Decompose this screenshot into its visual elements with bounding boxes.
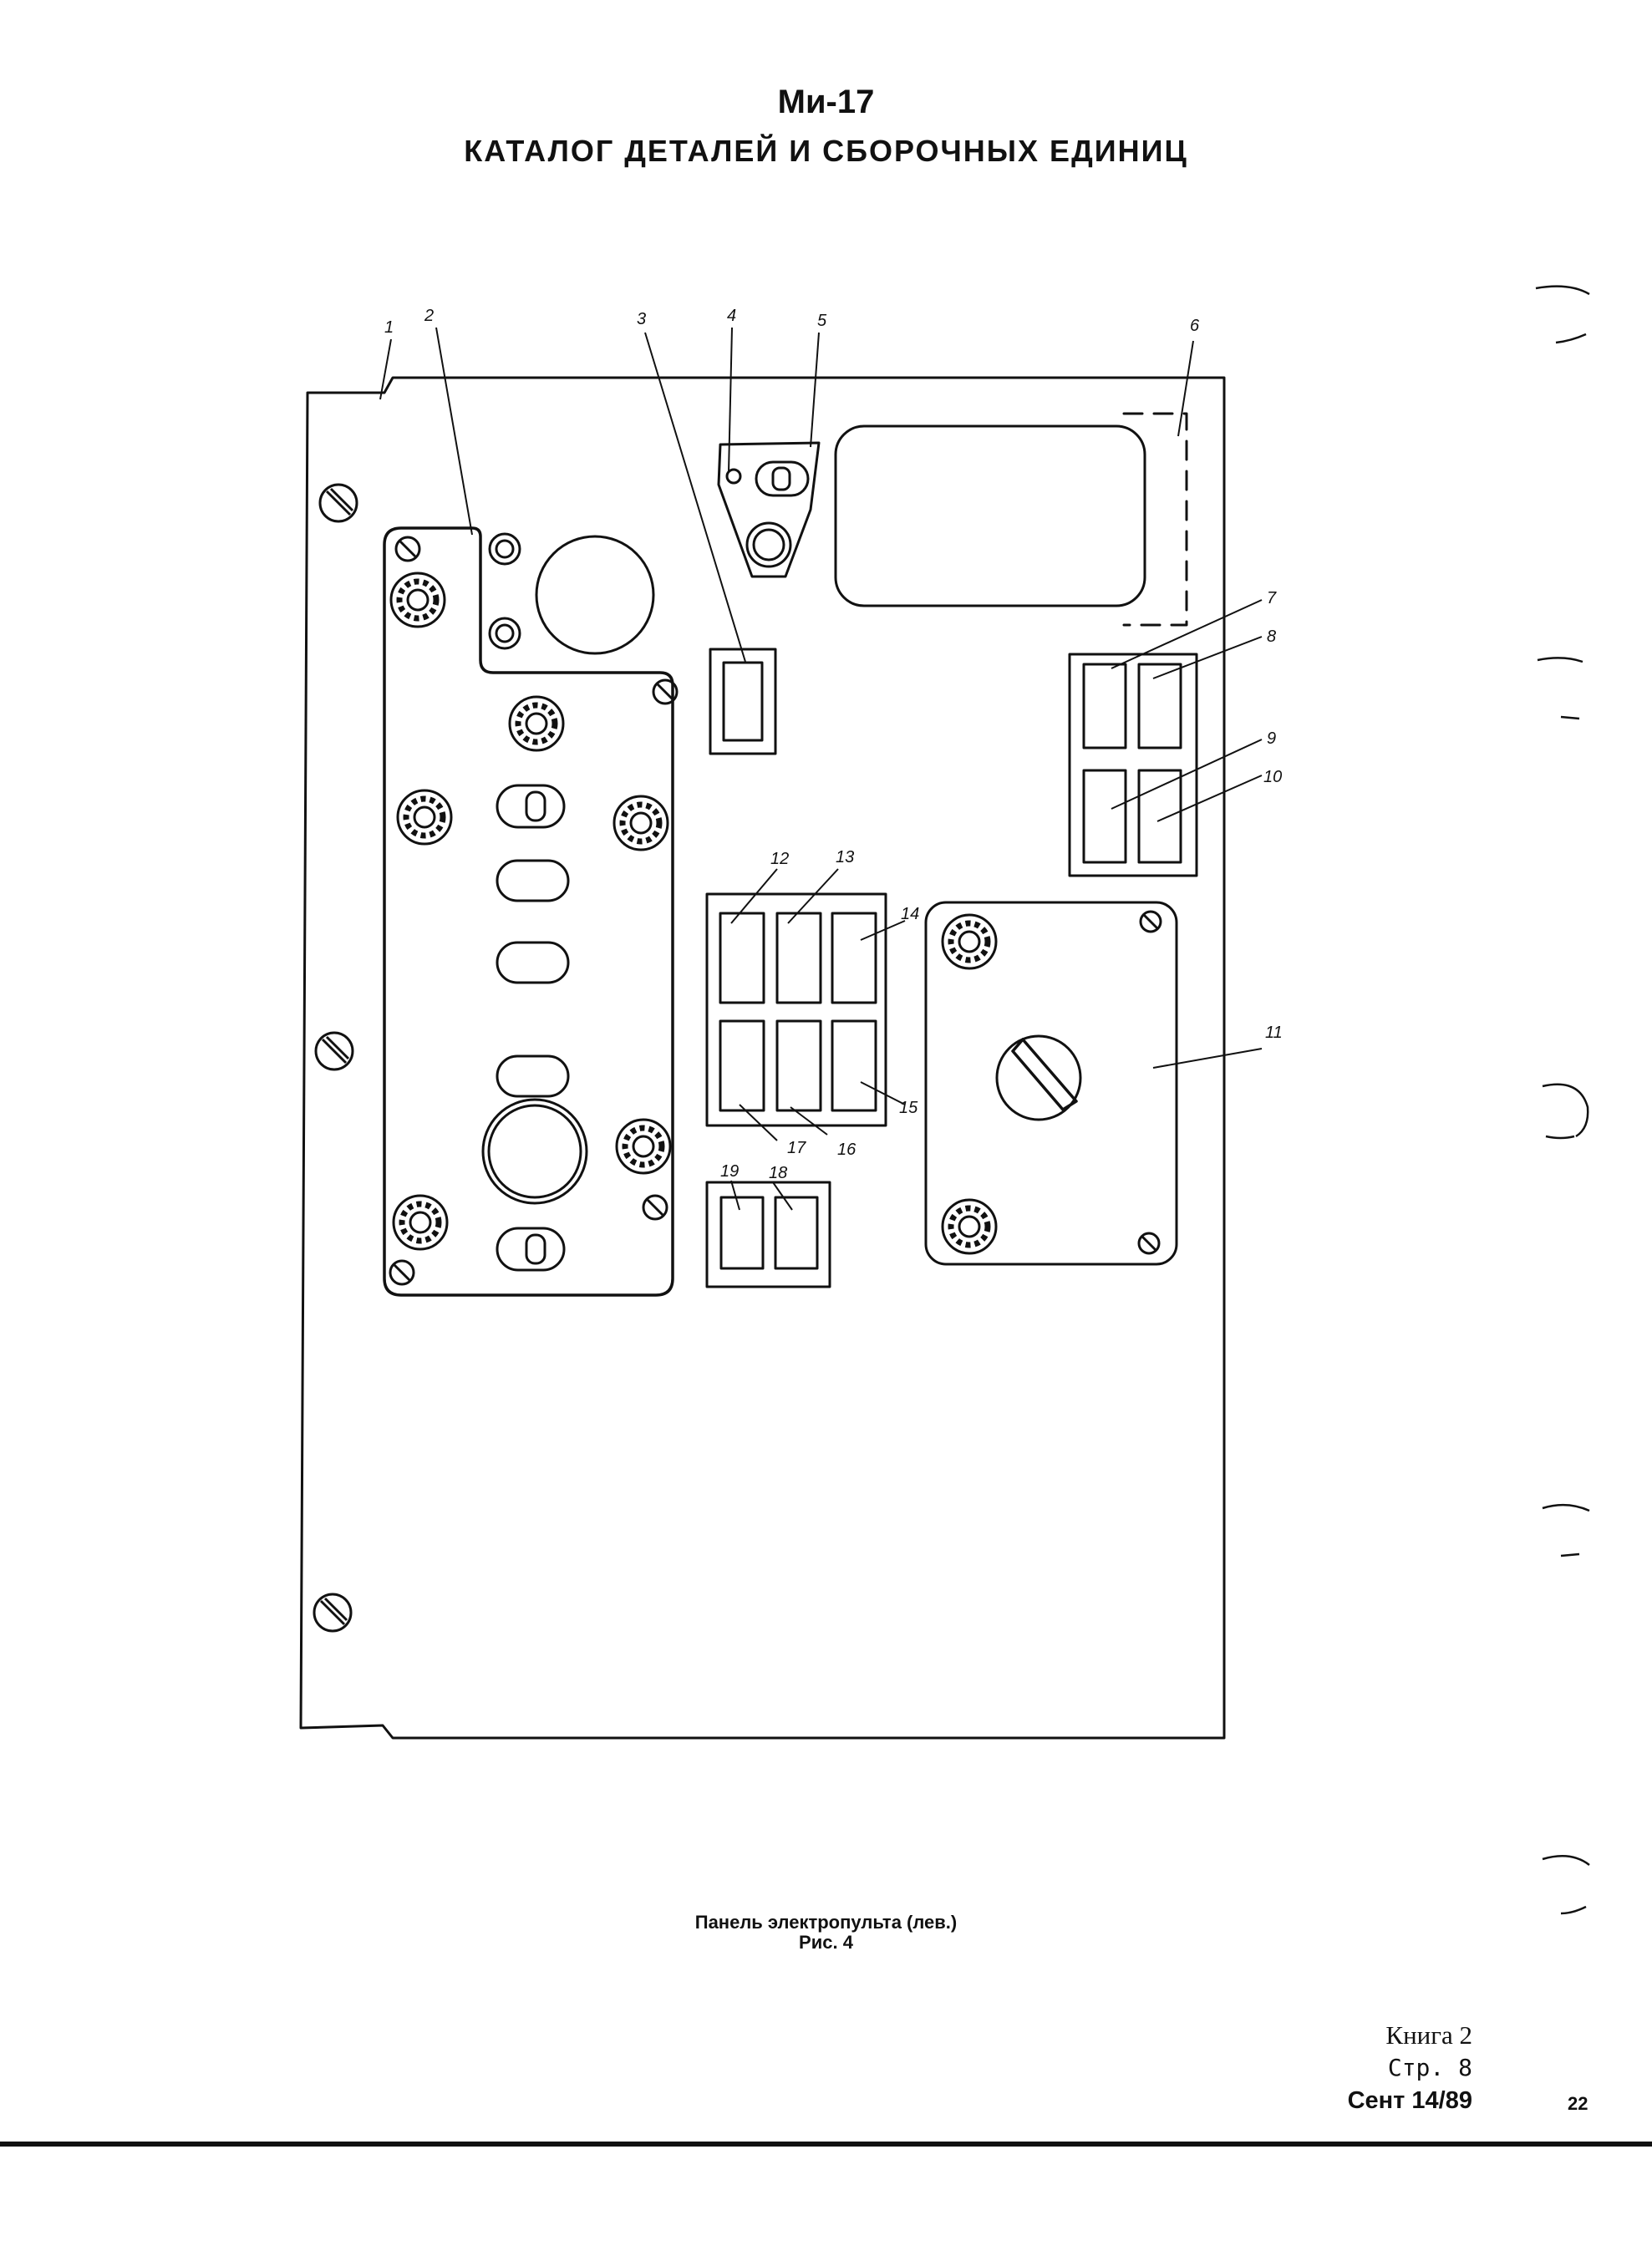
toggle-slot (496, 1227, 566, 1272)
callout-12: 12 (770, 850, 789, 868)
panel-outline (299, 376, 1226, 1740)
indicator-group-12-17 (705, 892, 887, 1127)
page-label: Стр. 8 (1387, 2054, 1472, 2081)
dial-gauge (535, 535, 655, 655)
callout-5: 5 (817, 312, 827, 330)
knob-icon (508, 695, 565, 752)
screw-icon (394, 536, 421, 562)
screw-icon (652, 678, 679, 705)
revision-date: Сент 14/89 (1347, 2087, 1472, 2114)
screw-icon (313, 1593, 353, 1633)
screw-icon (1137, 1232, 1161, 1255)
book-label: Книга 2 (1385, 2020, 1472, 2050)
callout-19: 19 (720, 1162, 739, 1181)
knob-icon (941, 913, 998, 970)
oval-lamp (496, 859, 570, 902)
binder-hole-mark (1537, 657, 1583, 663)
screw-icon (642, 1194, 668, 1221)
toggle-bracket (717, 441, 821, 578)
switch-subpanel-11 (924, 901, 1178, 1266)
figure-number: Рис. 4 (799, 1932, 853, 1953)
oval-lamp (496, 1054, 570, 1098)
callout-1: 1 (384, 318, 394, 337)
callout-14: 14 (901, 905, 919, 923)
screw-icon (314, 1031, 354, 1071)
callout-9: 9 (1267, 729, 1276, 748)
screw-icon (1139, 910, 1162, 933)
indicator-box-3 (709, 648, 777, 755)
binder-hole-mark (1542, 1503, 1590, 1512)
screw-icon (389, 1259, 415, 1286)
oval-lamp (496, 941, 570, 984)
callout-4: 4 (727, 307, 736, 325)
callout-15: 15 (899, 1099, 918, 1117)
callout-13: 13 (836, 848, 854, 866)
toggle-slot (496, 784, 566, 829)
callout-2: 2 (424, 307, 434, 325)
knob-icon (613, 795, 669, 851)
callout-16: 16 (837, 1141, 856, 1159)
toggle-lever (525, 790, 546, 822)
callout-7: 7 (1267, 589, 1277, 607)
knob-icon (941, 1198, 998, 1255)
knob-icon (396, 789, 453, 846)
left-subpanel (383, 526, 674, 1297)
knob-icon (615, 1118, 672, 1175)
callout-8: 8 (1267, 628, 1276, 646)
callout-3: 3 (637, 310, 646, 328)
callout-17: 17 (787, 1139, 806, 1157)
indicator-group-18-19 (705, 1181, 831, 1288)
catalog-title: КАТАЛОГ ДЕТАЛЕЙ И СБОРОЧНЫХ ЕДИНИЦ (464, 134, 1188, 168)
toggle-lever (525, 1233, 546, 1265)
binder-hole-mark (1542, 1855, 1590, 1867)
callout-11: 11 (1265, 1024, 1283, 1042)
dashed-outline (1122, 412, 1188, 627)
knob-icon (488, 617, 521, 650)
callout-18: 18 (769, 1164, 787, 1182)
knob-icon (488, 532, 521, 566)
callout-10: 10 (1263, 768, 1282, 786)
binder-hole-mark (1535, 285, 1590, 296)
screw-icon (318, 483, 358, 523)
aircraft-model-title: Ми-17 (777, 84, 875, 120)
binder-hole-mark (1542, 1083, 1589, 1138)
indicator-group-7-10 (1068, 653, 1198, 877)
knob-circle (487, 1104, 582, 1199)
callout-6: 6 (1190, 317, 1200, 335)
display-window (834, 424, 1146, 607)
bottom-rule (0, 2142, 1652, 2147)
knob-icon (389, 572, 446, 628)
figure-caption: Панель электропульта (лев.) (694, 1912, 958, 1933)
knob-icon (392, 1194, 449, 1251)
sheet-number: 22 (1568, 2093, 1588, 2114)
